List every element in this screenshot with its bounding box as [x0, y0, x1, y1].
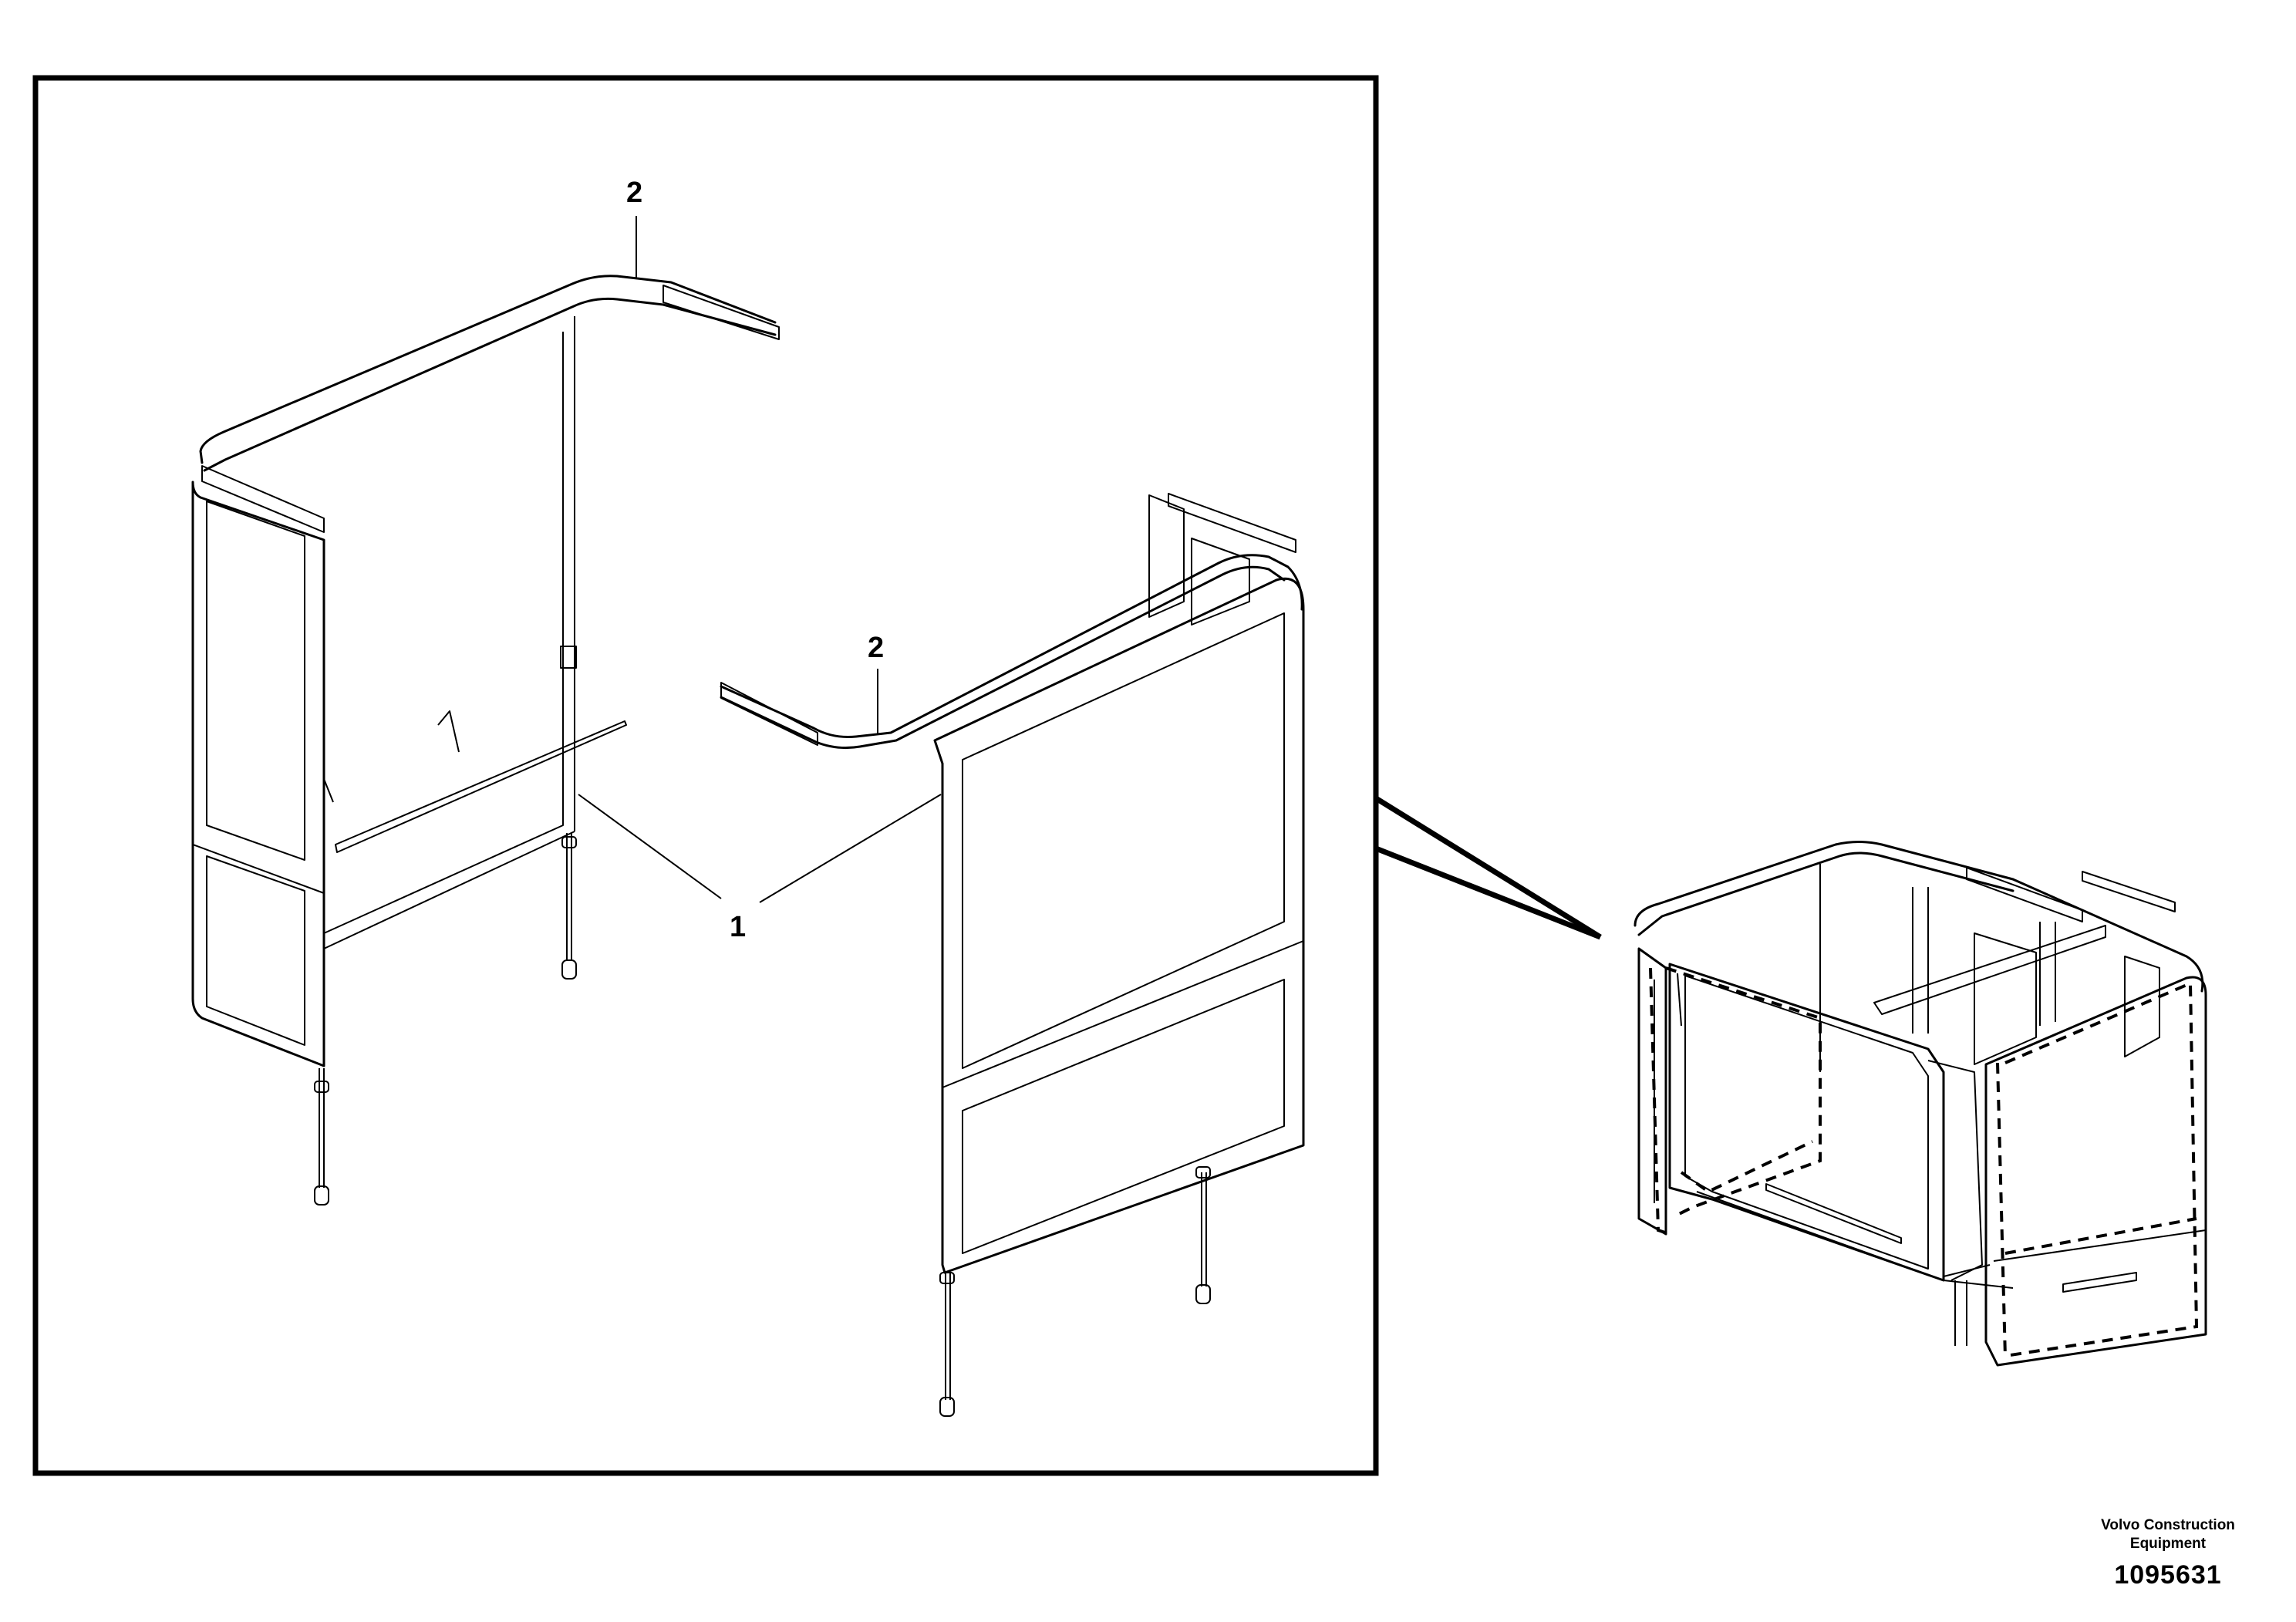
- zoom-pointer: [1374, 796, 1602, 940]
- callout-upper-rail: 2: [626, 177, 642, 209]
- upper-rail: [199, 275, 777, 464]
- left-curtain-panel: [191, 481, 325, 1067]
- right-curtain-assembly: [720, 493, 1305, 1417]
- part-number: 1095631: [2114, 1560, 2222, 1590]
- left-curtain-assembly: [191, 275, 780, 1206]
- callout-lower-rail: 2: [868, 632, 884, 664]
- callout-leaders: [578, 216, 942, 903]
- right-curtain-panel: [933, 577, 1305, 1274]
- lower-rail: [720, 554, 1303, 738]
- cab-overview: [1633, 841, 2207, 1367]
- detail-frame: [32, 75, 1379, 1476]
- company-name: Volvo Construction Equipment: [2101, 1517, 2235, 1552]
- footer-brand: Volvo Construction Equipment 1095631: [2068, 1516, 2268, 1590]
- callout-curtain: 1: [730, 911, 746, 943]
